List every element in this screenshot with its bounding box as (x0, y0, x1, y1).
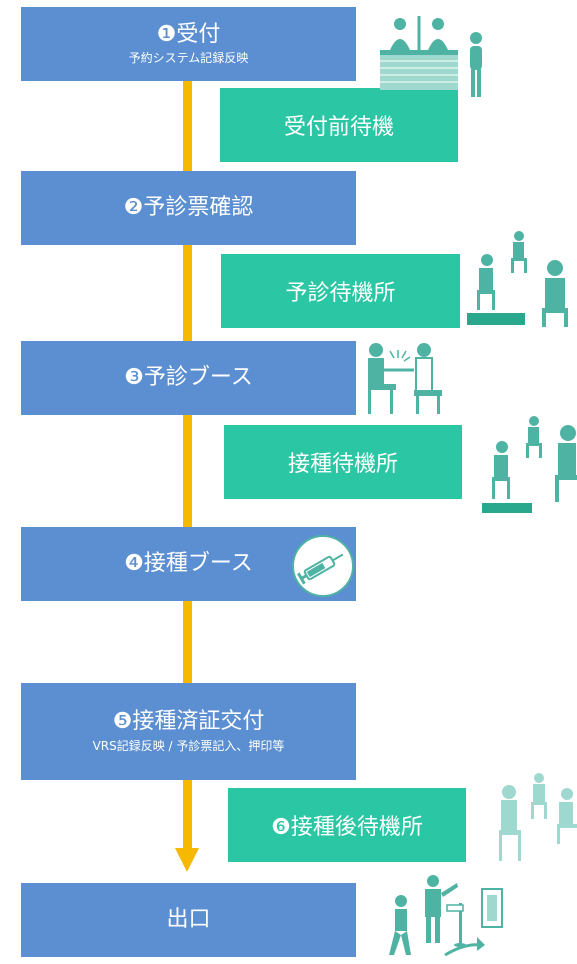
step-certificate-issue: ❺接種済証交付 VRS記録反映 / 予診票記入、押印等 (21, 683, 356, 780)
step-pre-exam-booth: ❸予診ブース (21, 341, 356, 415)
step-reception: ❶受付 予約システム記録反映 (21, 7, 356, 81)
step-subtitle: VRS記録反映 / 予診票記入、押印等 (92, 738, 285, 753)
syringe-icon (290, 534, 356, 598)
step-subtitle: 予約システム記録反映 (128, 51, 249, 66)
wait-label: 接種待機所 (287, 452, 398, 477)
step-title: ❸予診ブース (124, 365, 253, 391)
wait-label: ❻接種後待機所 (271, 815, 423, 840)
reception-desk-icon (380, 14, 492, 99)
post-vaccination-waiting-icon (495, 770, 577, 865)
doctor-consultation-icon (362, 340, 444, 418)
step-title: 出口 (166, 907, 211, 933)
wait-area-vaccination: 接種待機所 (224, 425, 462, 499)
waiting-seats-icon (467, 228, 572, 328)
step-title: ❺接種済証交付 (112, 709, 265, 735)
wait-label: 受付前待機 (283, 115, 394, 140)
step-exit: 出口 (21, 883, 356, 957)
wait-area-pre-exam: 予診待機所 (221, 254, 460, 328)
wait-area-post-vaccination: ❻接種後待機所 (228, 788, 466, 862)
step-title: ❶受付 (156, 21, 221, 47)
wait-label: 予診待機所 (285, 281, 396, 306)
waiting-seats-icon (482, 415, 577, 515)
flow-connector-line (183, 80, 192, 850)
exit-door-icon (385, 873, 505, 961)
step-title: ❷予診票確認 (123, 195, 254, 221)
step-title: ❹接種ブース (124, 551, 253, 577)
flow-arrow-head (175, 848, 199, 872)
step-questionnaire-check: ❷予診票確認 (21, 171, 356, 245)
wait-area-reception: 受付前待機 (220, 88, 458, 162)
step-vaccination-booth: ❹接種ブース (21, 527, 356, 601)
